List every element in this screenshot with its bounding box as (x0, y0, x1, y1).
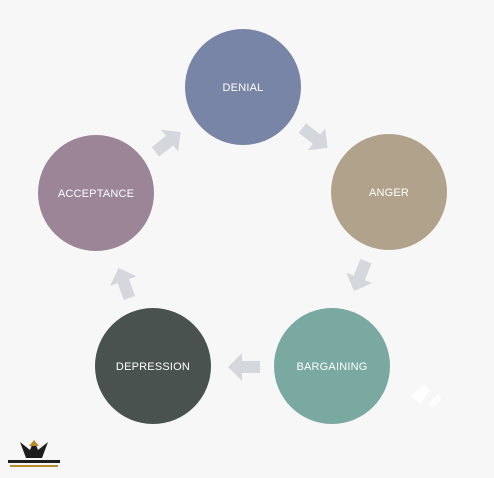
stage-denial-circle (185, 29, 301, 145)
forum-logo-emblem-icon (20, 440, 48, 458)
stage-depression: DEPRESSION (95, 308, 211, 424)
stage-anger: ANGER (331, 134, 447, 250)
arrow-denial-to-anger-icon (298, 123, 328, 151)
stage-denial-label: DENIAL (223, 82, 264, 94)
stage-bargaining: BARGAINING (274, 308, 390, 424)
arrow-bargaining-to-depression-icon (228, 353, 260, 381)
stage-bargaining-circle (274, 308, 390, 424)
forum-logo (8, 440, 60, 467)
stage-acceptance-circle (38, 135, 154, 251)
stage-acceptance: ACCEPTANCE (38, 135, 154, 251)
stage-anger-label: ANGER (369, 187, 409, 199)
stage-depression-circle (95, 308, 211, 424)
stage-depression-label: DEPRESSION (116, 361, 190, 373)
stage-acceptance-label: ACCEPTANCE (58, 188, 134, 200)
arrow-acceptance-to-denial-icon (151, 129, 181, 157)
stage-denial: DENIAL (185, 29, 301, 145)
stage-anger-circle (331, 134, 447, 250)
arrow-anger-to-bargaining-icon (346, 258, 373, 291)
stage-bargaining-label: BARGAINING (296, 361, 367, 373)
arrow-depression-to-acceptance-icon (110, 267, 137, 301)
watermark-mark-icon (410, 384, 442, 408)
